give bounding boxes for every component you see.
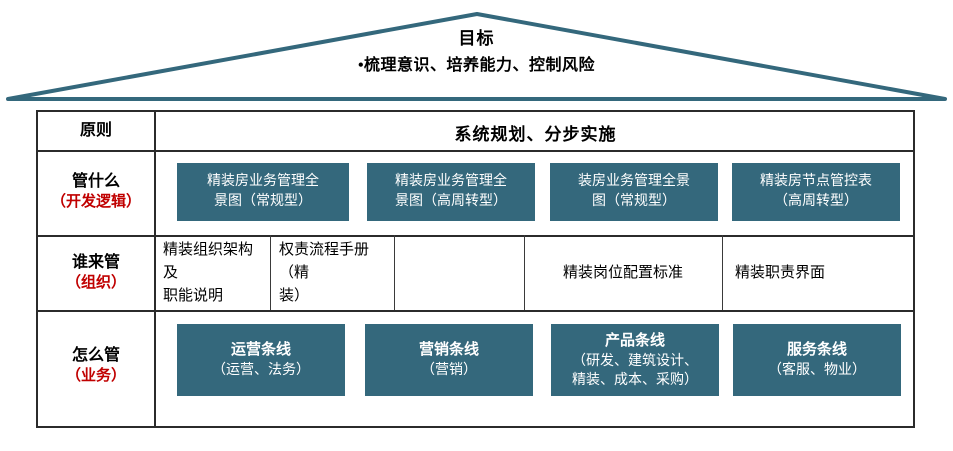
row1-box-3-line-2: 图（常规型） bbox=[592, 194, 676, 209]
row3-box-1-body-1: （运营、法务） bbox=[212, 363, 310, 378]
row1-box-3[interactable]: 装房业务管理全景 图（常规型） bbox=[550, 163, 718, 221]
row2-divider-2 bbox=[394, 235, 395, 310]
header-title: 系统规划、分步实施 bbox=[454, 125, 617, 144]
row2-cell-2[interactable]: 权责流程手册（精 装） bbox=[272, 242, 392, 304]
row-label-main: 怎么管 bbox=[71, 347, 120, 364]
row-label-guan-shen-me: 管什么 （开发逻辑） bbox=[38, 171, 154, 213]
roof-text-block: 目标 •梳理意识、培养能力、控制风险 bbox=[0, 30, 953, 74]
row1-box-2[interactable]: 精装房业务管理全 景图（高周转型） bbox=[367, 163, 535, 221]
row1-box-4-line-1: 精装房节点管控表 bbox=[760, 174, 872, 189]
table-header-row: 原则 系统规划、分步实施 bbox=[38, 112, 913, 150]
row3-box-marketing[interactable]: 营销条线 （营销） bbox=[365, 324, 533, 396]
row3-box-3-head: 产品条线 bbox=[604, 333, 665, 349]
row3-box-product[interactable]: 产品条线 （研发、建筑设计、 精装、成本、采购） bbox=[551, 324, 719, 396]
table-row: 谁来管 （组织） 精装组织架构及 职能说明 权责流程手册（精 装） 精装岗位配置… bbox=[38, 235, 913, 310]
row3-box-service[interactable]: 服务条线 （客服、物业） bbox=[733, 324, 901, 396]
roof-section: 目标 •梳理意识、培养能力、控制风险 bbox=[0, 0, 953, 106]
goal-subtitle: •梳理意识、培养能力、控制风险 bbox=[357, 57, 596, 74]
row3-box-3-body-1: （研发、建筑设计、 bbox=[572, 354, 698, 369]
row-label-sub: （业务） bbox=[65, 368, 126, 384]
row2-cell-1-line-2: 职能说明 bbox=[163, 287, 224, 304]
row3-box-2-head: 营销条线 bbox=[418, 342, 479, 358]
row2-divider-1 bbox=[270, 235, 271, 310]
goal-title: 目标 bbox=[458, 29, 495, 48]
row1-box-1-line-2: 景图（常规型） bbox=[214, 194, 312, 209]
row2-divider-3 bbox=[524, 235, 525, 310]
row3-box-1-head: 运营条线 bbox=[230, 342, 291, 358]
roof-triangle-icon bbox=[6, 12, 947, 101]
row1-box-4-line-2: （高周转型） bbox=[774, 194, 858, 209]
row-divider-1 bbox=[38, 235, 913, 237]
row3-box-4-head: 服务条线 bbox=[786, 342, 847, 358]
row1-box-2-line-2: 景图（高周转型） bbox=[395, 194, 507, 209]
row-label-main: 管什么 bbox=[71, 173, 120, 190]
row1-box-2-line-1: 精装房业务管理全 bbox=[395, 174, 507, 189]
row3-box-2-body-1: （营销） bbox=[421, 363, 477, 378]
header-label: 原则 bbox=[79, 122, 112, 139]
row-label-sub: （组织） bbox=[65, 275, 126, 291]
row-label-shui-lai-guan: 谁来管 （组织） bbox=[38, 252, 154, 294]
row2-cell-3[interactable]: 精装岗位配置标准 bbox=[526, 247, 720, 299]
row3-box-operations[interactable]: 运营条线 （运营、法务） bbox=[177, 324, 345, 396]
framework-table: 原则 系统规划、分步实施 管什么 （开发逻辑） 精装房业务管理全 景图（常规型）… bbox=[36, 110, 915, 428]
row2-cell-3-line-1: 精装岗位配置标准 bbox=[562, 264, 683, 281]
row2-divider-4 bbox=[722, 235, 723, 310]
row2-cell-2-line-1: 权责流程手册（精 bbox=[279, 241, 370, 281]
row2-cell-4-line-1: 精装职责界面 bbox=[735, 264, 826, 281]
row1-box-3-line-1: 装房业务管理全景 bbox=[578, 174, 690, 189]
label-column-divider bbox=[154, 112, 156, 426]
row2-cell-4[interactable]: 精装职责界面 bbox=[728, 247, 908, 299]
row-label-main: 谁来管 bbox=[71, 254, 120, 271]
row1-box-1-line-1: 精装房业务管理全 bbox=[207, 174, 319, 189]
row1-box-1[interactable]: 精装房业务管理全 景图（常规型） bbox=[177, 163, 349, 221]
row-divider-2 bbox=[38, 310, 913, 312]
row-label-sub: （开发逻辑） bbox=[50, 194, 141, 210]
row3-box-4-body-1: （客服、物业） bbox=[768, 363, 866, 378]
row2-cell-1[interactable]: 精装组织架构及 职能说明 bbox=[156, 242, 268, 304]
row2-cell-1-line-1: 精装组织架构及 bbox=[163, 241, 254, 281]
row2-cell-2-line-2: 装） bbox=[279, 287, 310, 304]
row-label-zen-me-guan: 怎么管 （业务） bbox=[38, 345, 154, 387]
row3-box-3-body-2: 精装、成本、采购） bbox=[572, 373, 698, 388]
table-row: 怎么管 （业务） 运营条线 （运营、法务） 营销条线 （营销） 产品条线 （研发… bbox=[38, 310, 913, 426]
row1-box-4[interactable]: 精装房节点管控表 （高周转型） bbox=[732, 163, 900, 221]
table-row: 管什么 （开发逻辑） 精装房业务管理全 景图（常规型） 精装房业务管理全 景图（… bbox=[38, 150, 913, 235]
row-divider-header bbox=[38, 150, 913, 152]
